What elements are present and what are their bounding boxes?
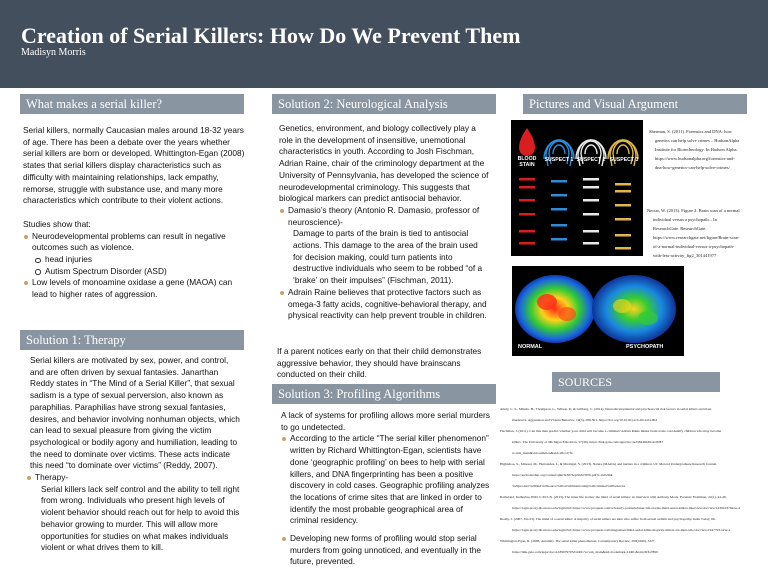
profiling-paragraph: A lack of systems for profiling allows m… [281,410,490,432]
section-heading-neurological: Solution 2: Neurological Analysis [272,94,496,114]
brain-label-psychopath: PSYCHOPATH [626,344,664,350]
reference-entry: https://login.proxy.lib.uiowa.edu/login?… [512,506,741,510]
section-heading-profiling: Solution 3: Profiling Algorithms [272,384,496,404]
reference-entry: https://escholarship.org/content/qt9n3z3… [512,473,613,477]
reference-entry: Hightshoe, S., Mirzaei, M., Hernandez, I… [500,462,718,466]
bullet-raine: Adrain Raine believes that protective fa… [279,287,489,322]
therapy-bullet-text: Serial killers lack self control and the… [41,483,240,553]
dna-fingerprint-image: BLOOD STAIN SUSPECT 1 SUSPECT 2 SUSPECT … [511,120,643,256]
section-heading-pictures: Pictures and Visual Argument [523,94,747,114]
scan-label-suspect-2: SUSPECT 2 [576,157,606,163]
reference-entry: https://login.proxy.lib.uiowa.edu/login?… [512,528,731,532]
reference-entry: Reddy, J. (2007, Jun 23). The mind of a … [500,517,716,521]
bullet-neurodevelopmental: Neurodevelopmental problems can result i… [23,231,245,254]
studies-label: Studies show that: [23,218,91,229]
section-heading-sources: SOURCES [552,372,720,392]
brain-scan-image: NORMAL PSYCHOPATH [512,266,684,356]
sub-bullet-asd: Autism Spectrum Disorder (ASD) [23,266,245,278]
bullet-new-profiling: Developing new forms of profiling would … [281,533,491,568]
poster-author: Madisyn Morris [21,47,86,58]
scan-label-blood-stain: BLOOD STAIN [517,156,537,168]
poster-title: Creation of Serial Killers: How Do We Pr… [21,23,521,48]
section-body-neurological: Genetics, environment, and biology colle… [279,123,489,322]
damasio-bullet-text: Damage to parts of the brain is tied to … [293,228,483,286]
reference-entry: Whittington-Egan, R. (2008, Autumn). The… [500,539,656,543]
reference-entry: Ramsland, Katherine, PhD. C.M.L.N. (2013… [500,495,727,499]
dna-image-citation: Sherman, S. (2011). Forensics and DNA: h… [649,129,740,170]
bullet-maoa: Low levels of monoamine oxidase a gene (… [23,277,245,300]
dna-fingerprint-graphic [519,128,639,250]
scan-label-suspect-1: SUSPECT 1 [544,157,574,163]
neuro-closing-paragraph: If a parent notices early on that their … [277,346,482,380]
reference-entry: murderers. Aggression and Violent Behavi… [512,418,658,422]
reference-entry: Fischman, J. (2011). Can this man predic… [500,429,722,433]
section-body-therapy: Serial killers are motivated by sex, pow… [27,355,244,554]
sub-bullet-head-injuries: head injuries [23,254,245,266]
section-heading-therapy: Solution 1: Therapy [20,330,244,350]
therapy-paragraph: Serial killers are motivated by sex, pow… [30,355,240,471]
reference-entry: u=wm_main&sid=summon&xid=e8ccd7f4 [512,451,573,455]
brain-label-normal: NORMAL [518,344,543,350]
reference-entry: killers. The University of Michigan Educ… [512,440,664,444]
brain-scan-citation: Nectar, W. (2013). Figure 2. Brain scan … [647,208,740,258]
reference-entry: https://link.gale.com/apps/doc/A18997970… [512,550,658,554]
section-body-profiling: A lack of systems for profiling allows m… [281,410,491,568]
scan-label-suspect-3: SUSPECT 3 [609,157,639,163]
brain-scan-graphic [515,275,676,343]
neuro-paragraph: Genetics, environment, and biology colle… [279,123,489,204]
bullet-therapy: Therapy- [26,472,244,484]
reference-entry: Allely, C. S., Minnis, H., Thompson, L.,… [500,407,712,411]
references-list: Allely, C. S., Minnis, H., Thompson, L.,… [500,404,762,558]
section-heading-what-makes: What makes a serial killer? [20,94,244,114]
reference-entry: %20product%20find%20source%20on%20mentor… [512,484,626,488]
poster-header: Creation of Serial Killers: How Do We Pr… [0,0,768,88]
bullet-damasio: Damasio’s theory (Antonio R. Damasio, pr… [279,205,489,228]
section-body-what-makes: Serial killers, normally Caucasian males… [23,125,245,301]
intro-paragraph: Serial killers, normally Caucasian males… [23,125,245,206]
bullet-geographic-profiling: According to the article “The serial kil… [281,433,491,527]
